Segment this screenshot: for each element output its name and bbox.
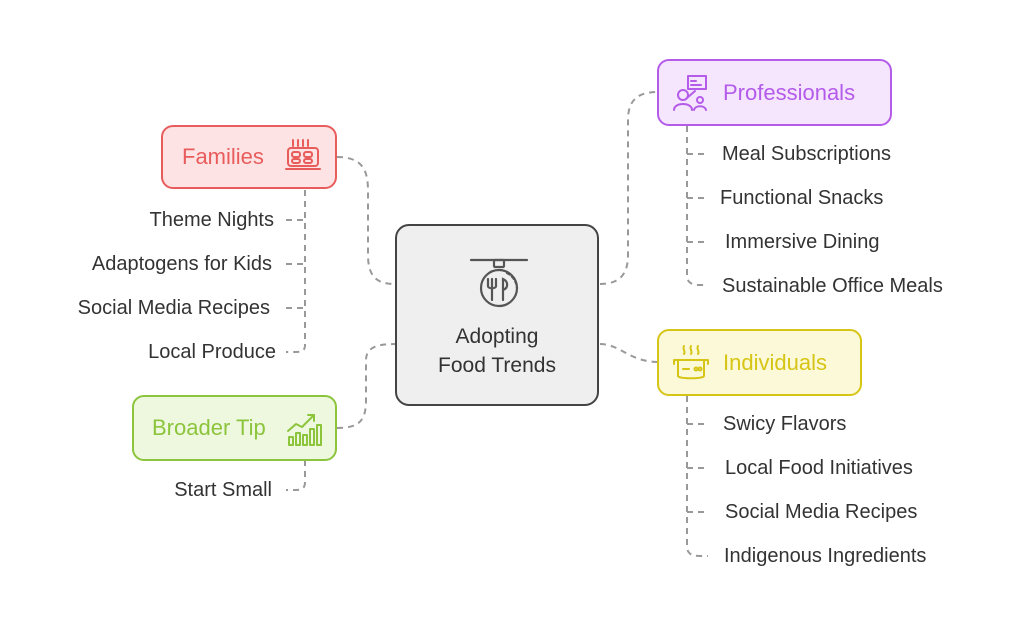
individuals-item: Swicy Flavors <box>723 413 847 435</box>
professionals-node[interactable]: Professionals <box>657 59 892 126</box>
center-title-line1: Adopting <box>455 325 539 348</box>
individuals-item: Indigenous Ingredients <box>724 545 927 567</box>
individuals-spine <box>686 396 708 557</box>
broader-tip-label: Broader Tip <box>152 415 266 440</box>
center-title: Adopting Food Trends <box>397 322 597 380</box>
families-item: Theme Nights <box>149 209 275 231</box>
families-node[interactable]: Families <box>161 125 337 189</box>
individuals-node[interactable]: Individuals <box>657 329 862 396</box>
individuals-item: Social Media Recipes <box>725 501 918 523</box>
connector-broader <box>336 343 397 429</box>
cooking-pot-icon <box>673 345 709 380</box>
center-node: Adopting Food Trends <box>395 224 599 406</box>
food-tray-icon <box>285 139 321 170</box>
broader-tip-node[interactable]: Broader Tip <box>132 395 337 461</box>
professionals-label: Professionals <box>723 79 856 105</box>
individuals-item: Local Food Initiatives <box>725 457 913 479</box>
individuals-label: Individuals <box>723 349 827 375</box>
professionals-item: Immersive Dining <box>725 231 880 253</box>
connector-individuals <box>599 343 659 363</box>
dining-utensils-icon <box>469 258 529 308</box>
families-label: Families <box>182 144 264 169</box>
families-item: Social Media Recipes <box>77 297 270 319</box>
professionals-spine <box>686 126 708 286</box>
families-item: Adaptogens for Kids <box>91 253 272 275</box>
professionals-item: Sustainable Office Meals <box>722 275 943 297</box>
broader-tip-item: Start Small <box>174 479 272 501</box>
center-title-line2: Food Trends <box>438 354 556 377</box>
connector-professionals <box>599 91 659 285</box>
connector-families <box>336 156 397 285</box>
professionals-item: Functional Snacks <box>720 187 884 209</box>
professionals-item: Meal Subscriptions <box>722 143 891 165</box>
families-spine <box>286 190 306 353</box>
families-item: Local Produce <box>148 341 276 363</box>
presenter-icon <box>673 75 707 111</box>
growth-chart-icon <box>287 414 322 446</box>
broader-spine <box>286 460 306 491</box>
